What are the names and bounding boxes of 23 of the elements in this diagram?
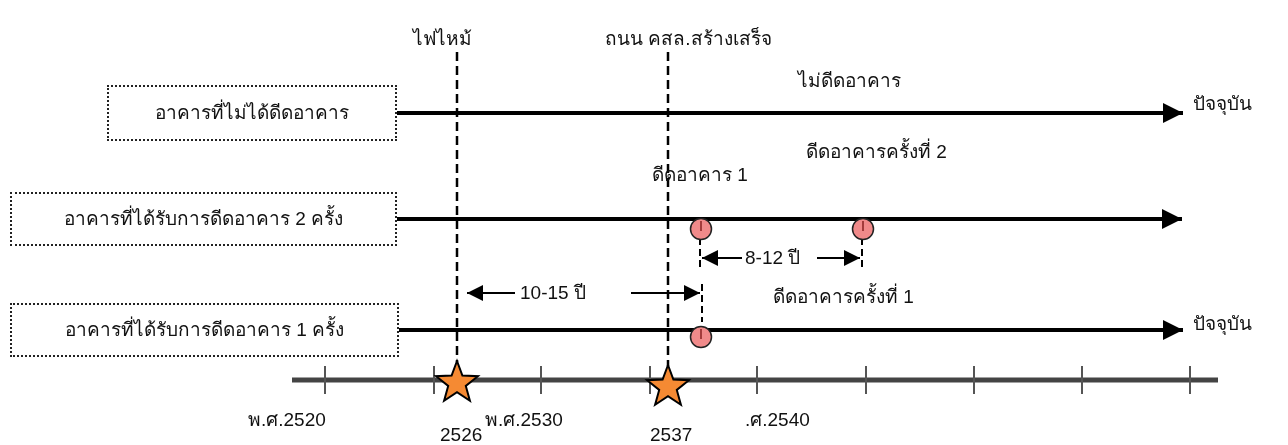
year-label: 2537 xyxy=(650,424,693,445)
event-label: ดีดอาคาร 1 xyxy=(652,164,748,186)
timeline-arrow xyxy=(397,209,1182,229)
timeline-arrow xyxy=(397,103,1183,123)
event-label: ไฟไหม้ xyxy=(413,28,503,52)
year-label: พ.ศ.2530 xyxy=(485,409,563,431)
year-label: 2526 xyxy=(440,424,483,445)
event-dot xyxy=(689,217,713,241)
end-label: ปัจจุบัน xyxy=(1193,93,1278,117)
event-dot xyxy=(689,325,713,349)
category-box: อาคารที่ได้รับการดีดอาคาร 1 ครั้ง xyxy=(10,303,399,357)
event-label: ถนน คสล.สร้างเสร็จ xyxy=(605,28,815,52)
star-marker xyxy=(644,362,692,408)
year-label: .ศ.2540 xyxy=(745,409,810,431)
timeline-arrow xyxy=(399,320,1183,340)
year-label: พ.ศ.2520 xyxy=(248,409,326,431)
status-label: ไม่ดีดอาคาร xyxy=(798,70,901,92)
event-dot xyxy=(851,217,875,241)
star-marker xyxy=(433,358,481,404)
end-label: ปัจจุบัน xyxy=(1193,313,1278,337)
category-box: อาคารที่ได้รับการดีดอาคาร 2 ครั้ง xyxy=(10,192,397,246)
leader-line xyxy=(666,52,670,366)
category-box: อาคารที่ไม่ได้ดีดอาคาร xyxy=(107,85,397,141)
